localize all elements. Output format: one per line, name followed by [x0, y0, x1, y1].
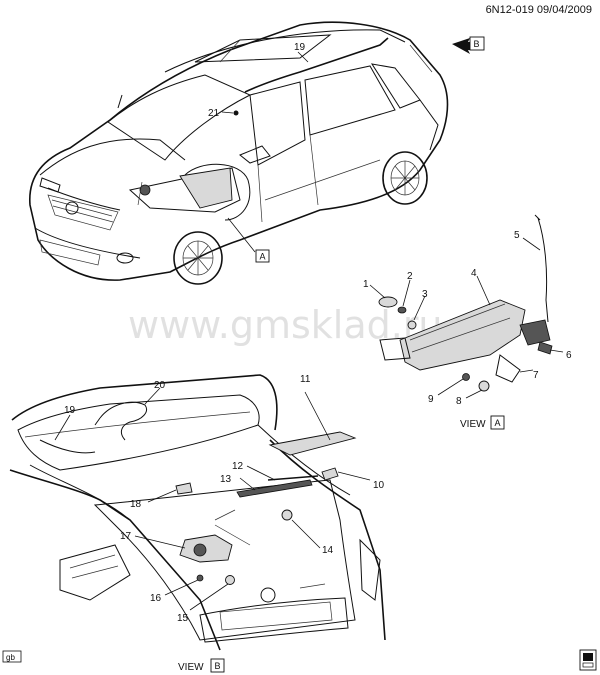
view-a-label: VIEW A [460, 415, 505, 430]
diagram-code: 6N12-019 09/04/2009 [485, 4, 592, 16]
callout-4: 4 [471, 268, 477, 279]
callout-17: 17 [120, 531, 132, 542]
view-b-liftgate [9, 374, 386, 651]
callout-14: 14 [322, 545, 334, 556]
callout-3: 3 [422, 289, 428, 300]
view-a-ref-letter: A [260, 252, 266, 262]
corner-left-badge: gb [2, 650, 22, 663]
callout-7: 7 [533, 370, 539, 381]
callout-2: 2 [407, 271, 413, 282]
view-b-arrow-letter: B [474, 39, 480, 49]
view-a-label-text: VIEW [460, 419, 486, 430]
callout-15: 15 [177, 613, 189, 624]
view-a-label-letter: A [495, 418, 501, 428]
callout-1: 1 [363, 279, 369, 290]
callout-19-top: 19 [294, 42, 306, 53]
callout-6: 6 [566, 350, 572, 361]
callout-9: 9 [428, 394, 434, 405]
callout-11: 11 [300, 374, 311, 385]
view-b-label-text: VIEW [178, 662, 204, 673]
vehicle-illustration [29, 21, 449, 285]
callout-18: 18 [130, 499, 142, 510]
corner-left-text: gb [6, 653, 15, 662]
callout-12: 12 [232, 461, 244, 472]
corner-right-icon [579, 649, 597, 671]
callout-8: 8 [456, 396, 462, 407]
callout-10: 10 [373, 480, 385, 491]
callout-5: 5 [514, 230, 520, 241]
callout-13: 13 [220, 474, 232, 485]
view-b-label-letter: B [215, 661, 221, 671]
callout-16: 16 [150, 593, 162, 604]
callout-21: 21 [208, 108, 220, 119]
callout-labels: 19 21 5 4 2 1 3 6 7 9 8 11 20 19 12 13 1… [64, 42, 572, 624]
view-a-ref-box: A [255, 249, 270, 263]
callout-20: 20 [154, 380, 166, 391]
watermark-text: www.gmsklad.ru [128, 303, 443, 347]
callout-19-left: 19 [64, 405, 76, 416]
view-b-label: VIEW B [178, 658, 225, 673]
view-b-arrow: B [452, 36, 485, 54]
view-a-washer-assembly [369, 214, 564, 399]
